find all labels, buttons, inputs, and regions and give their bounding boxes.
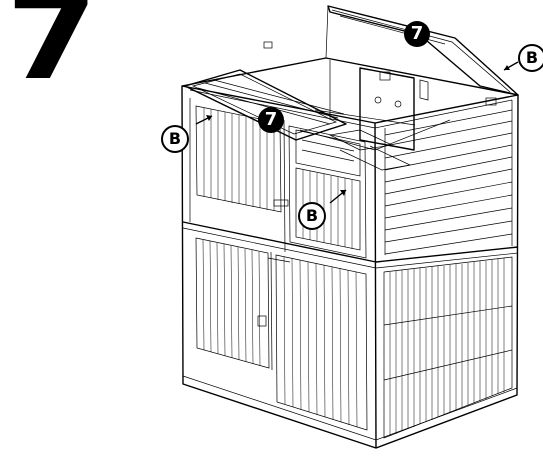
hutch-interior	[299, 60, 451, 171]
panel-marker-right: 7	[404, 21, 430, 47]
divider-panel	[359, 67, 429, 151]
step-number: 7	[6, 0, 98, 106]
screw-callout-right: B	[518, 44, 543, 72]
lower-front	[195, 237, 368, 431]
screw-callout-center: B	[298, 202, 326, 230]
panel-marker-left: 7	[258, 107, 284, 133]
right-side-mesh	[383, 256, 513, 439]
right-side-slats	[384, 100, 513, 255]
screw-callout-left: B	[161, 125, 189, 153]
roof-panel-right	[263, 5, 519, 106]
hutch-body	[181, 57, 519, 449]
screw-arrows	[195, 61, 519, 204]
